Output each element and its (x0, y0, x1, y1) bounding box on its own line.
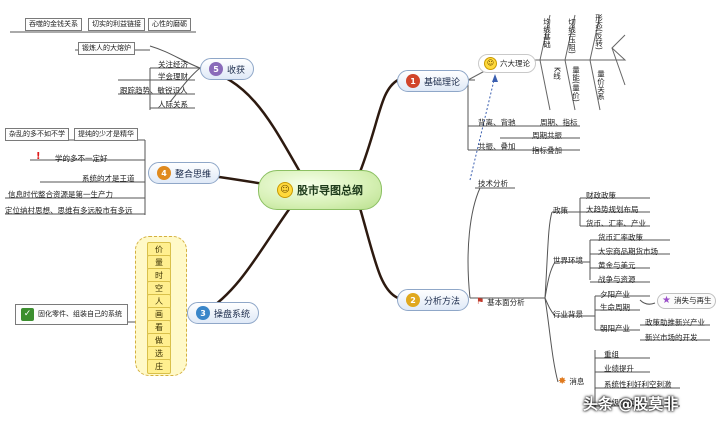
policy-item: 货币、汇率、产业 (586, 219, 646, 228)
news-label: 消息 (569, 377, 585, 387)
star-icon: ★ (662, 295, 671, 306)
harvest-item: 关注经济 (158, 60, 188, 69)
tech-analysis: 技术分析 (478, 179, 508, 188)
harvest-tag-1: 吞噬的金钱关系 (25, 18, 82, 31)
fish-bone-label: 均线基础 (542, 18, 552, 48)
industry-item: 生命周期 (600, 303, 630, 312)
policy-item: 财政政策 (586, 191, 616, 200)
number-badge-icon: 4 (157, 166, 171, 180)
operate-note-text: 固化零件、组装自己的系统 (38, 310, 122, 318)
industry-item: 朝阳产业 (600, 324, 630, 333)
topic-integrate-label: 整合思维 (175, 169, 212, 180)
industry-label: 行业背景 (553, 310, 583, 319)
policy-label: 政策 (553, 206, 568, 215)
industry-item: 夕阳产业 (600, 290, 630, 299)
smile-icon: ☺ (484, 57, 497, 70)
fish-bone-label: 量价关系 (596, 70, 606, 100)
news-item: 重组 (604, 350, 619, 359)
harvest-tag-4: 锻炼人的大熔炉 (78, 42, 135, 55)
theory-row-item: 背离、背驰 (478, 118, 516, 127)
flag-icon: ⚑ (476, 297, 485, 307)
news-item: 大级别政策 (604, 398, 642, 407)
topic-harvest[interactable]: 5 收获 (200, 58, 255, 80)
topic-theory[interactable]: 1 基础理论 (397, 70, 470, 92)
policy-item: 大趋势规划布局 (586, 205, 639, 214)
fund-analysis-node: ⚑ 基本面分析 (476, 298, 525, 307)
center-topic[interactable]: ☺ 股市导图总纲 (258, 170, 382, 210)
integrate-item: 系统的才是王道 (82, 174, 135, 183)
integrate-tag-2: 提纯的少才是精华 (74, 128, 138, 141)
integrate-item: 定位纳村思想、思维有多远股市有多远 (5, 206, 133, 215)
harvest-tag-3: 心性的磨砺 (148, 18, 191, 31)
new-industry-item: 政策助推新兴产业 (645, 318, 705, 327)
topic-analysis-label: 分析方法 (424, 296, 461, 307)
world-label: 世界环境 (553, 256, 583, 265)
topic-analysis[interactable]: 2 分析方法 (397, 289, 470, 311)
fish-bone-label: 量能(量价) (571, 66, 581, 102)
six-theories-node[interactable]: ☺ 六大理论 (478, 54, 536, 73)
new-industry-item: 新兴市场的开发 (645, 333, 698, 342)
topic-operate-label: 操盘系统 (214, 309, 251, 320)
harvest-item: 跟踪趋势、敏锐识人 (120, 86, 188, 95)
number-badge-icon: 5 (209, 62, 223, 76)
rise-label: 消失与再生 (673, 296, 712, 306)
theory-row-item: 周期共振 (532, 131, 562, 140)
harvest-tag-2: 切实的利益链接 (88, 18, 145, 31)
star-icon: ✸ (558, 376, 567, 387)
operate-note: ✓ 固化零件、组装自己的系统 (15, 304, 128, 325)
topic-harvest-label: 收获 (227, 65, 246, 76)
news-item: 系统性利好利空刺激 (604, 380, 672, 389)
exclamation-icon: ! (36, 151, 41, 162)
six-theories-label: 六大理论 (500, 58, 530, 68)
integrate-tag-1: 杂乱的多不如不学 (5, 128, 69, 141)
world-item: 战争与资源 (598, 275, 636, 284)
topic-integrate[interactable]: 4 整合思维 (148, 162, 221, 184)
news-node: ✸ 消息 (558, 377, 584, 387)
topic-theory-label: 基础理论 (424, 77, 461, 88)
world-item: 货币汇率政策 (598, 233, 643, 242)
smile-icon: ☺ (277, 182, 293, 198)
theory-row-item: 周期、指标 (540, 118, 578, 127)
theory-row-item: 共振、叠加 (478, 142, 516, 151)
check-icon: ✓ (21, 308, 34, 321)
fund-analysis-label: 基本面分析 (487, 297, 525, 307)
fish-bone-label: 切线(压阻) (567, 18, 577, 54)
fish-bone-label: K线 (552, 67, 562, 80)
theory-row-item: 指标叠加 (532, 146, 562, 155)
world-item: 大宗商品期货市场 (598, 247, 658, 256)
watermark: 头条 @股莫非 (583, 395, 679, 413)
number-badge-icon: 1 (406, 74, 420, 88)
harvest-item: 人际关系 (158, 100, 188, 109)
news-item: 业绩提升 (604, 364, 634, 373)
harvest-item: 学会理财 (158, 72, 188, 81)
operate-char: 价 (147, 242, 171, 257)
integrate-item: 信息时代整合资源是第一生产力 (8, 190, 113, 199)
integrate-warn: 学的多不一定好 (55, 154, 108, 163)
topic-operate[interactable]: 3 操盘系统 (187, 302, 260, 324)
center-title: 股市导图总纲 (297, 184, 363, 197)
rise-node: ★ 消失与再生 (657, 293, 717, 309)
number-badge-icon: 2 (406, 293, 420, 307)
number-badge-icon: 3 (196, 306, 210, 320)
fish-bone-label: 形态(反转) (594, 14, 604, 50)
operate-char: 庄 (147, 359, 171, 374)
world-item: 黄金与美元 (598, 261, 636, 270)
